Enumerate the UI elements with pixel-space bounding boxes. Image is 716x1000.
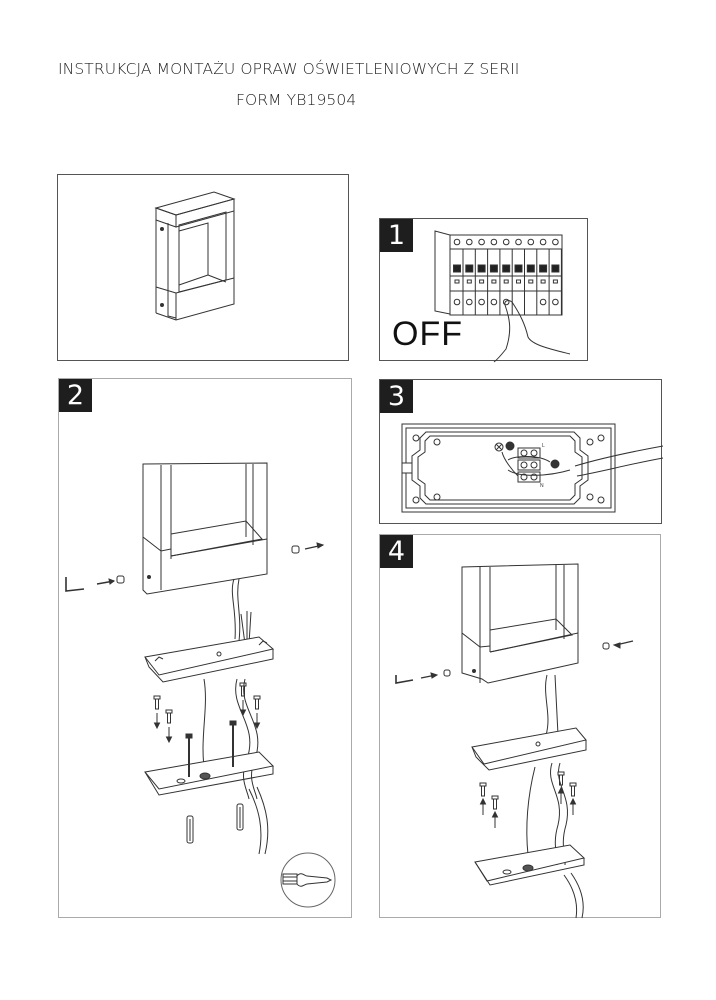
terminal-label-live: L bbox=[542, 443, 545, 449]
off-caption: OFF bbox=[392, 315, 463, 353]
disassembly-illustration bbox=[65, 462, 336, 908]
panel-step-4: 4 bbox=[379, 534, 661, 919]
wiring-illustration: L N bbox=[401, 423, 664, 513]
terminal-label-neutral: N bbox=[540, 483, 544, 489]
circuit-breaker-illustration bbox=[434, 230, 571, 363]
panel-step-3: 3 L N bbox=[379, 379, 664, 524]
step-number-badge: 2 bbox=[59, 379, 92, 412]
document-title-line-2: FORM YB19504 bbox=[236, 91, 357, 109]
step-number-badge: 4 bbox=[380, 535, 413, 568]
step-number-badge: 3 bbox=[380, 380, 413, 413]
reassembly-illustration bbox=[395, 563, 634, 919]
panel-overview bbox=[57, 174, 349, 361]
product-illustration bbox=[154, 191, 236, 321]
screwdriver-icon bbox=[280, 852, 336, 908]
document-title-line-1: INSTRUKCJA MONTAŻU OPRAW OŚWIETLENIOWYCH… bbox=[58, 60, 520, 78]
panel-step-2: 2 bbox=[58, 378, 352, 918]
panel-step-1: 1 OFF bbox=[379, 218, 588, 363]
step-number-badge: 1 bbox=[380, 219, 413, 252]
